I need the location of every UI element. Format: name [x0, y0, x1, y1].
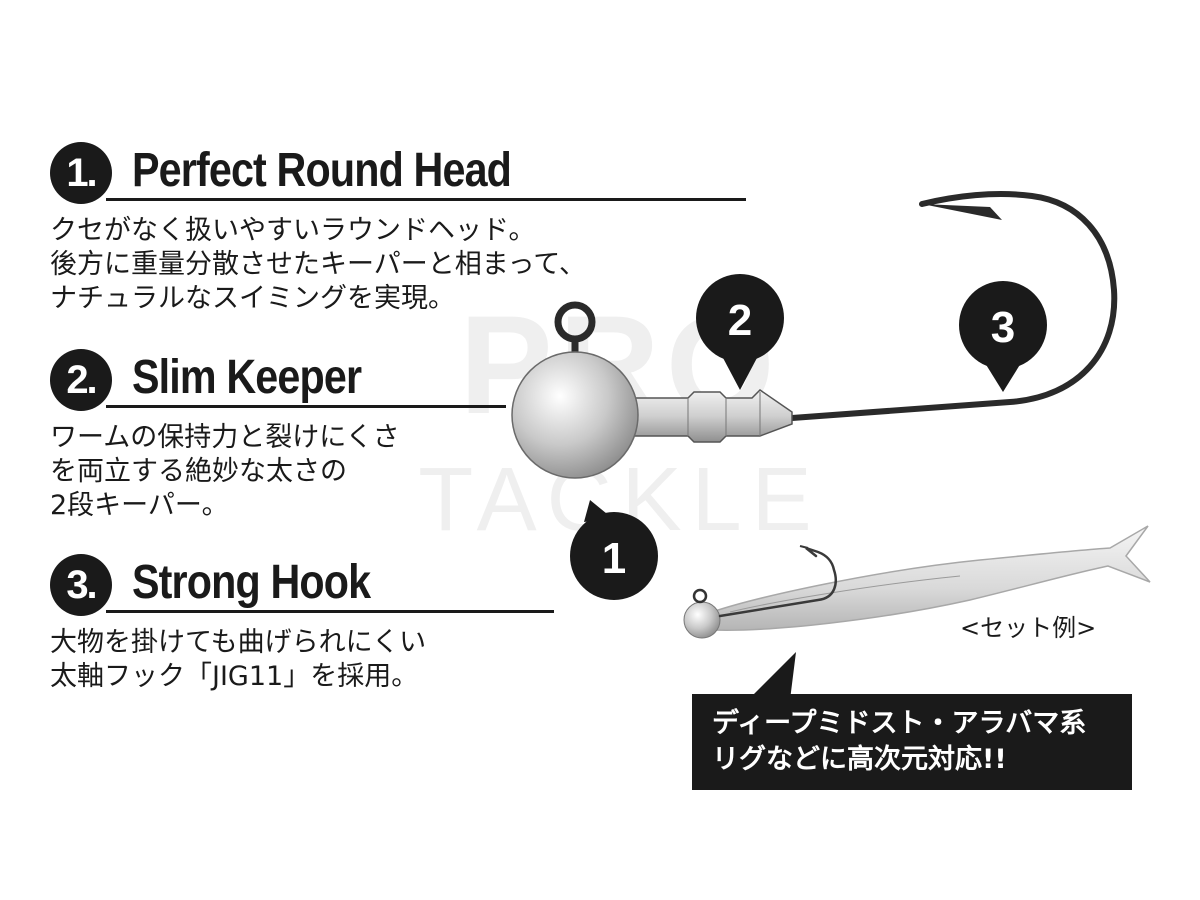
- feature-2-line-3: 2段キーパー。: [50, 490, 229, 521]
- feature-2-line-1: ワームの保持力と裂けにくさ: [50, 422, 400, 453]
- feature-3-rule: [106, 610, 554, 613]
- feature-2-title: Slim Keeper: [132, 351, 362, 404]
- feature-1-heading: 1. Perfect Round Head: [50, 138, 746, 208]
- feature-1-title: Perfect Round Head: [132, 144, 512, 197]
- feature-1-number: 1.: [50, 142, 112, 204]
- feature-2-line-2: を両立する絶妙な太さの: [50, 456, 347, 487]
- feature-2-heading: 2. Slim Keeper: [50, 345, 506, 415]
- marker-1-badge: 1: [570, 500, 658, 600]
- keeper: [631, 389, 793, 443]
- feature-2-rule: [106, 405, 506, 408]
- feature-3-number: 3.: [50, 554, 112, 616]
- feature-1-line-3: ナチュラルなスイミングを実現。: [50, 283, 455, 314]
- feature-1: 1. Perfect Round Head クセがなく扱いやすいラウンドヘッド。…: [50, 138, 746, 316]
- marker-2-badge: 2: [696, 274, 784, 390]
- feature-1-rule: [106, 198, 746, 201]
- feature-2-number: 2.: [50, 349, 112, 411]
- callout-tail: [748, 652, 796, 700]
- set-example-worm: [683, 525, 1151, 639]
- feature-2: 2. Slim Keeper ワームの保持力と裂けにくさ を両立する絶妙な太さの…: [50, 345, 506, 523]
- feature-1-line-2: 後方に重量分散させたキーパーと相まって、: [50, 249, 586, 280]
- feature-3-title: Strong Hook: [132, 556, 371, 609]
- callout-line-2: リグなどに高次元対応!!: [712, 744, 1007, 775]
- set-example-caption: <セット例>: [960, 614, 1097, 642]
- feature-1-description: クセがなく扱いやすいラウンドヘッド。 後方に重量分散させたキーパーと相まって、 …: [50, 214, 586, 316]
- marker-3-badge: 3: [959, 281, 1047, 392]
- feature-3-line-2: 太軸フック「JIG11」を採用。: [50, 661, 419, 692]
- round-head: [511, 351, 639, 479]
- marker-2-label: 2: [728, 296, 752, 345]
- hook-barb: [922, 204, 1002, 220]
- marker-3-label: 3: [991, 303, 1015, 352]
- hook-shank: [789, 190, 1118, 421]
- feature-3: 3. Strong Hook 大物を掛けても曲げられにくい 太軸フック「JIG1…: [50, 550, 554, 694]
- feature-3-heading: 3. Strong Hook: [50, 550, 554, 620]
- feature-2-description: ワームの保持力と裂けにくさ を両立する絶妙な太さの 2段キーパー。: [50, 421, 400, 523]
- callout-line-1: ディープミドスト・アラバマ系: [712, 708, 1087, 739]
- feature-1-line-1: クセがなく扱いやすいラウンドヘッド。: [50, 215, 536, 246]
- feature-3-line-1: 大物を掛けても曲げられにくい: [50, 627, 427, 658]
- feature-3-description: 大物を掛けても曲げられにくい 太軸フック「JIG11」を採用。: [50, 626, 426, 694]
- marker-1-label: 1: [602, 534, 626, 583]
- callout-box: ディープミドスト・アラバマ系 リグなどに高次元対応!!: [692, 694, 1132, 790]
